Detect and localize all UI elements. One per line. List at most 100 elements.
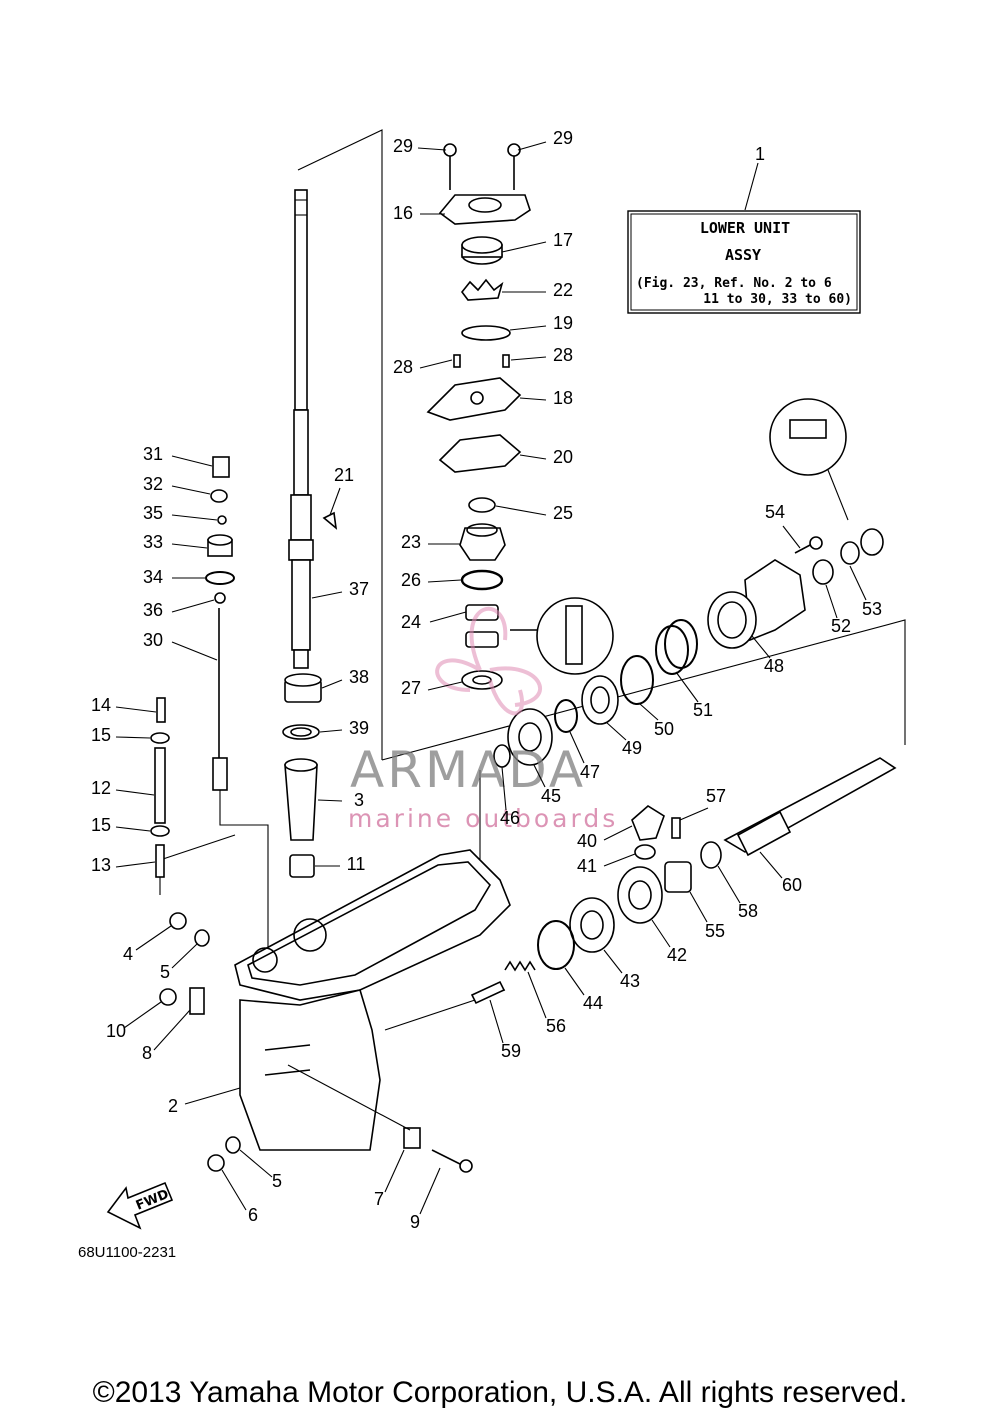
- callout-leader: [115, 789, 155, 796]
- callout-55: 55: [705, 921, 725, 941]
- callout-12: 12: [91, 778, 111, 798]
- shaft-sleeve-parts: [282, 673, 322, 878]
- shift-rod-parts: [150, 456, 235, 878]
- callout-10: 10: [106, 1021, 126, 1041]
- callout-36: 36: [143, 600, 163, 620]
- callout-leader: [384, 1149, 405, 1193]
- callout-33: 33: [143, 532, 163, 552]
- propeller-shaft-parts: [470, 398, 897, 1005]
- callout-leader: [603, 949, 623, 974]
- assy-line-1: LOWER UNIT: [700, 219, 790, 237]
- callout-34: 34: [143, 567, 163, 587]
- callout-leader: [171, 514, 218, 521]
- callout-leader: [317, 799, 343, 802]
- callout-leader: [419, 1167, 441, 1215]
- callout-5: 5: [272, 1171, 282, 1191]
- callout-54: 54: [765, 502, 785, 522]
- callout-leader: [717, 865, 741, 904]
- callout-29: 29: [393, 136, 413, 156]
- callout-19: 19: [553, 313, 573, 333]
- callout-35: 35: [143, 503, 163, 523]
- callout-leader: [427, 579, 462, 583]
- callout-41: 41: [577, 856, 597, 876]
- callout-27: 27: [401, 678, 421, 698]
- callout-60: 60: [782, 875, 802, 895]
- callout-leader: [605, 721, 627, 741]
- callout-17: 17: [553, 230, 573, 250]
- callout-50: 50: [654, 719, 674, 739]
- callout-58: 58: [738, 901, 758, 921]
- callout-15: 15: [91, 725, 111, 745]
- callout-3: 3: [354, 790, 364, 810]
- callout-6: 6: [248, 1205, 258, 1225]
- callout-45: 45: [541, 786, 561, 806]
- callout-30: 30: [143, 630, 163, 650]
- callout-26: 26: [401, 570, 421, 590]
- callout-leader: [427, 681, 463, 691]
- callout-leader: [489, 999, 504, 1044]
- grouping-lines: [159, 129, 906, 1031]
- callout-leader: [603, 853, 636, 867]
- callout-leader: [675, 671, 699, 703]
- callout-leader: [651, 919, 671, 948]
- callout-22: 22: [553, 280, 573, 300]
- callout-leader: [171, 641, 218, 661]
- callout-51: 51: [693, 700, 713, 720]
- callout-leader: [171, 485, 211, 495]
- callout-42: 42: [667, 945, 687, 965]
- callout-leader: [569, 731, 585, 764]
- callout-23: 23: [401, 532, 421, 552]
- callout-leader: [221, 1169, 247, 1211]
- callout-leader: [751, 635, 771, 659]
- callout-49: 49: [622, 738, 642, 758]
- callout-24: 24: [401, 612, 421, 632]
- drawing-code: 68U1100-2231: [78, 1244, 177, 1261]
- callout-leader: [519, 397, 547, 401]
- watermark-tagline: marine outboards: [348, 804, 618, 833]
- armada-watermark: ARMADA marine outboards: [348, 606, 618, 833]
- callout-leader: [501, 766, 507, 811]
- assy-line-3: (Fig. 23, Ref. No. 2 to 6: [636, 276, 832, 291]
- callout-13: 13: [91, 855, 111, 875]
- callout-leader: [519, 454, 547, 460]
- propeller-logo-icon: [435, 606, 542, 716]
- callout-48: 48: [764, 656, 784, 676]
- callout-leader: [319, 729, 343, 733]
- callout-56: 56: [546, 1016, 566, 1036]
- lower-unit-assy-box: 1 LOWER UNIT ASSY (Fig. 23, Ref. No. 2 t…: [627, 144, 861, 314]
- callout-1: 1: [755, 144, 765, 164]
- callout-leader: [510, 356, 547, 361]
- callout-leader: [603, 825, 633, 841]
- callout-leader: [782, 525, 801, 549]
- callout-46: 46: [500, 808, 520, 828]
- callout-leader: [527, 971, 547, 1019]
- callout-18: 18: [553, 388, 573, 408]
- callout-2: 2: [168, 1096, 178, 1116]
- callout-leader: [115, 861, 156, 868]
- callout-leader: [311, 591, 343, 599]
- callout-37: 37: [349, 579, 369, 599]
- callout-leader: [171, 943, 198, 969]
- callout-leader: [849, 565, 867, 601]
- callout-16: 16: [393, 203, 413, 223]
- case-fasteners: [159, 912, 473, 1173]
- callout-4: 4: [123, 944, 133, 964]
- lower-case-housing: [234, 849, 511, 1151]
- callout-leader: [123, 1001, 162, 1029]
- callout-38: 38: [349, 667, 369, 687]
- assy-line-2: ASSY: [725, 246, 761, 264]
- callout-leader: [533, 764, 546, 788]
- callout-leader: [759, 851, 783, 879]
- callout-31: 31: [143, 444, 163, 464]
- callout-leader: [171, 455, 213, 467]
- callout-leader: [239, 1149, 273, 1178]
- callout-leader: [429, 611, 467, 623]
- callout-53: 53: [862, 599, 882, 619]
- callout-47: 47: [580, 762, 600, 782]
- callout-leader: [115, 736, 151, 739]
- callout-40: 40: [577, 831, 597, 851]
- callout-leader: [184, 1087, 241, 1105]
